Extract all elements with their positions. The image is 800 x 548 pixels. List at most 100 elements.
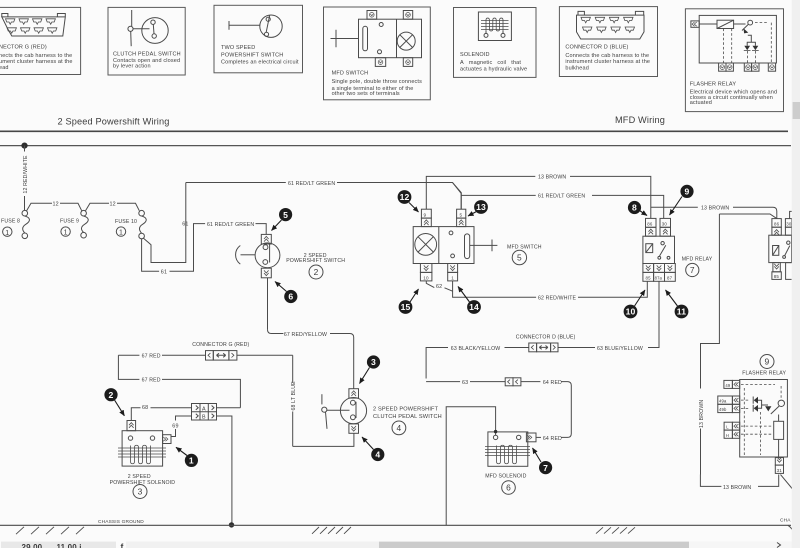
svg-text:7: 7 [543,463,548,473]
svg-text:Single pole, double throw conn: Single pole, double throw connects [332,79,423,85]
svg-text:4: 4 [375,450,380,460]
svg-text:9: 9 [765,357,770,367]
svg-text:85: 85 [646,276,652,281]
svg-text:TWO SPEED: TWO SPEED [221,45,255,51]
svg-text:NECTOR G (RED): NECTOR G (RED) [0,44,47,50]
svg-text:61 RED/LT GREEN: 61 RED/LT GREEN [288,181,335,187]
svg-text:Completes an electrical circui: Completes an electrical circuit [221,60,299,66]
svg-text:61: 61 [182,222,188,228]
svg-text:Connects the cab harness to th: Connects the cab harness to the [565,53,649,59]
svg-text:85: 85 [774,274,780,279]
svg-text:MFD SWITCH: MFD SWITCH [507,244,542,250]
svg-text:2: 2 [314,267,319,277]
svg-text:30: 30 [786,221,792,226]
svg-text:CONNECTOR G (RED): CONNECTOR G (RED) [192,342,249,348]
svg-text:instrument cluster harness: instrument cluster harness at the [565,59,650,65]
svg-text:actuated: actuated [690,100,712,106]
svg-text:CHASSIS GROUND: CHASSIS GROUND [98,519,144,525]
svg-text:CLUTCH PEDAL SWITCH: CLUTCH PEDAL SWITCH [113,52,181,58]
svg-text:bulkhead: bulkhead [565,65,589,71]
svg-text:MFD SWITCH: MFD SWITCH [332,70,369,76]
svg-text:61 RED/LT GREEN: 61 RED/LT GREEN [207,222,254,228]
svg-text:POWERSHIFT SWITCH: POWERSHIFT SWITCH [221,53,283,59]
svg-text:3: 3 [371,357,376,367]
svg-text:86: 86 [647,222,653,227]
svg-text:2 SPEED POWERSHIFT: 2 SPEED POWERSHIFT [373,406,439,412]
svg-text:MFD RELAY: MFD RELAY [682,257,713,263]
svg-text:ead: ead [0,65,9,71]
svg-text:67 RED/YELLOW: 67 RED/YELLOW [284,332,327,338]
svg-text:64 RED: 64 RED [543,380,562,386]
svg-text:12: 12 [110,202,116,208]
svg-text:5: 5 [517,253,522,263]
svg-text:1: 1 [64,230,68,237]
svg-text:62 RED/WHITE: 62 RED/WHITE [538,296,577,302]
svg-text:67 RED: 67 RED [142,378,161,384]
svg-text:63: 63 [462,380,468,386]
svg-text:closes a circuit continuall: closes a circuit continually when [690,95,773,101]
svg-text:13 BROWN: 13 BROWN [538,175,566,181]
svg-text:POWERSHIFT SWITCH: POWERSHIFT SWITCH [286,258,345,264]
svg-text:63 BLACK/YELLOW: 63 BLACK/YELLOW [451,346,501,352]
svg-text:49a: 49a [719,399,727,404]
svg-text:5: 5 [460,212,463,217]
svg-text:9: 9 [424,212,427,217]
svg-text:a single terminal to eithe: a single terminal to either of the [332,86,414,92]
svg-text:MFD Wiring: MFD Wiring [615,115,665,125]
svg-text:10: 10 [423,276,429,281]
svg-text:FLASHER RELAY: FLASHER RELAY [742,371,786,377]
svg-text:6: 6 [288,292,293,302]
svg-text:62: 62 [436,284,442,290]
svg-text:CONNECTOR D (BLUE): CONNECTOR D (BLUE) [565,45,628,51]
svg-text:68 LT BLUE: 68 LT BLUE [291,381,297,411]
svg-text:12 RED/WHITE: 12 RED/WHITE [23,155,29,194]
svg-text:2 Speed Powershift Wiring: 2 Speed Powershift Wiring [58,117,170,127]
svg-text:5: 5 [283,210,288,220]
svg-text:14: 14 [469,302,479,312]
svg-text:8: 8 [632,203,637,213]
svg-text:13 BROWN: 13 BROWN [699,400,705,428]
svg-text:29.00: 29.00 [22,543,43,548]
svg-text:1: 1 [189,456,194,466]
svg-text:1: 1 [119,230,123,237]
svg-text:nects the cab harness to the: nects the cab harness to the [0,53,72,59]
svg-text:87: 87 [667,276,673,281]
svg-text:FLASHER RELAY: FLASHER RELAY [690,81,737,87]
svg-text:15: 15 [401,302,411,312]
svg-text:61 RED/LT GREEN: 61 RED/LT GREEN [538,194,585,200]
svg-text:13: 13 [476,202,486,212]
svg-text:by lever action: by lever action [113,64,151,70]
svg-text:A magnetic coil that: A magnetic coil that [460,60,521,66]
svg-text:86: 86 [774,221,780,226]
svg-text:49: 49 [725,383,730,388]
svg-text:A: A [202,406,206,412]
svg-text:30: 30 [662,222,668,227]
svg-text:7: 7 [690,265,695,275]
svg-text:L: L [726,425,729,430]
svg-text:63 BLUE/YELLOW: 63 BLUE/YELLOW [597,346,643,352]
svg-text:1: 1 [451,276,454,281]
svg-text:H: H [726,433,729,438]
svg-text:CLUTCH PEDAL SWITCH: CLUTCH PEDAL SWITCH [373,414,442,420]
svg-text:f: f [121,542,124,548]
svg-text:CHA: CHA [780,518,791,524]
svg-text:61: 61 [161,270,167,276]
svg-text:9: 9 [685,187,690,197]
svg-text:13 BROWN: 13 BROWN [701,206,729,212]
svg-text:69: 69 [172,424,178,430]
svg-text:3: 3 [138,487,143,497]
svg-text:4: 4 [396,423,401,433]
svg-text:FUSE 9: FUSE 9 [60,218,79,224]
svg-text:49b: 49b [719,407,727,412]
svg-text:actuates a hydraulic valve: actuates a hydraulic valve [460,66,527,72]
svg-text:12: 12 [400,192,410,202]
svg-text:2 SPEED: 2 SPEED [128,474,151,480]
svg-text:POWERSHIFT SOLENOID: POWERSHIFT SOLENOID [110,480,176,486]
svg-text:B: B [202,415,206,421]
svg-text:10: 10 [626,307,636,317]
svg-text:11: 11 [677,307,686,317]
svg-text:13 BROWN: 13 BROWN [723,485,751,491]
svg-text:11.00 i: 11.00 i [57,543,82,548]
svg-text:FUSE 8: FUSE 8 [1,218,20,224]
svg-text:1: 1 [5,230,9,237]
